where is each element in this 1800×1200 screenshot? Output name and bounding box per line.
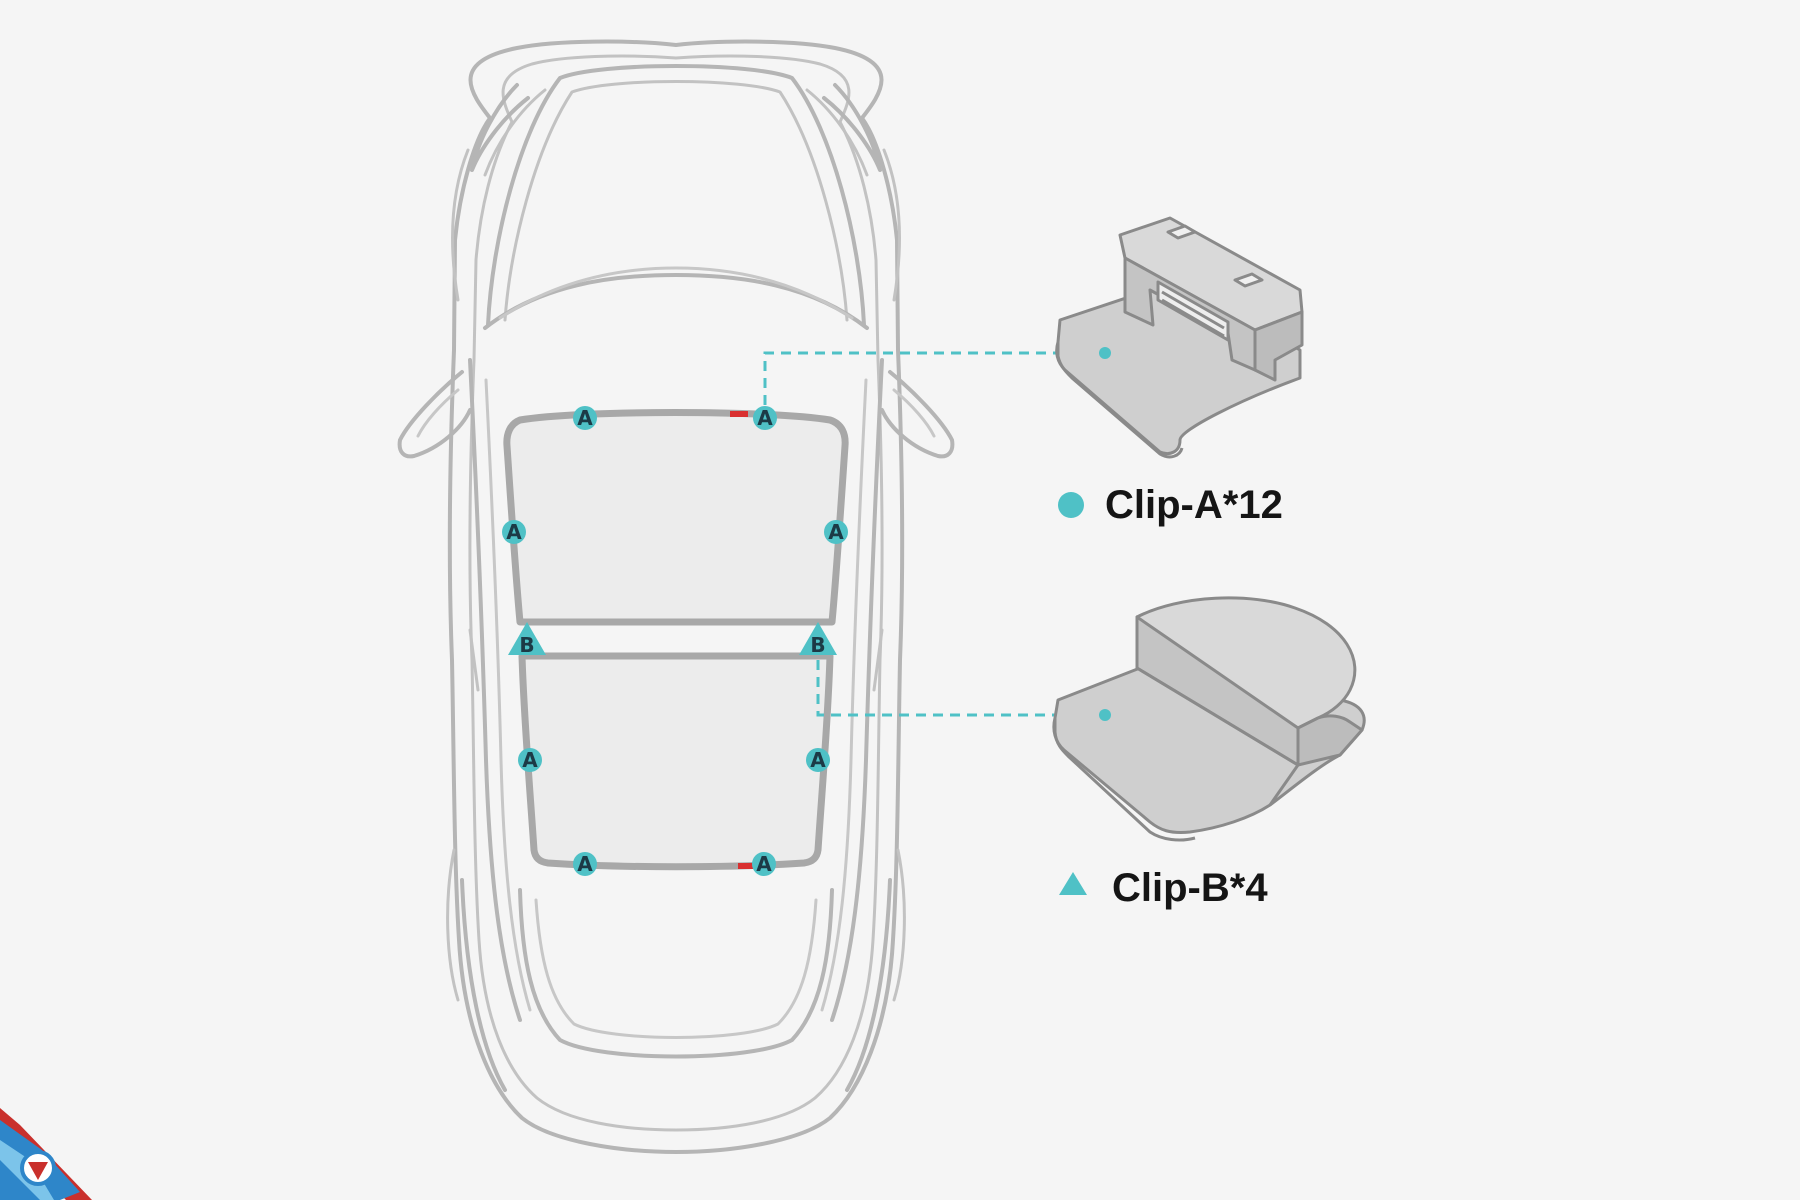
car-front-fender-left: [470, 83, 530, 172]
red-seam-mark-rear: [738, 863, 756, 869]
clip-a-markers: A A A A A A A A: [502, 406, 848, 876]
car-windshield: [486, 64, 866, 327]
clip-a-marker-label: A: [506, 520, 522, 544]
legend: Clip-A*12 Clip-B*4: [1058, 483, 1283, 910]
car-rear-window: [518, 888, 834, 1059]
clip-a-marker-circle: [573, 852, 597, 876]
car-wheel-arch-left-front: [451, 148, 470, 302]
car-side-line-left-2: [484, 378, 532, 1012]
car-wheel-arch-right-front: [882, 148, 901, 302]
clip-b-step-side: [1296, 714, 1364, 767]
car-wheel-arch-left-rear: [446, 848, 460, 1002]
clip-a-marker-label: A: [757, 406, 773, 430]
car-rear-fender-left: [460, 878, 507, 1092]
clip-a-channel-side: [1253, 310, 1304, 382]
car-front-fender-right: [822, 83, 882, 172]
clip-b-marker: B: [508, 622, 546, 657]
clip-a-slot-top-2: [1233, 272, 1264, 288]
car-rear-fender-right: [845, 878, 892, 1092]
clip-a-marker: A: [824, 520, 848, 544]
clip-a-marker-label: A: [577, 852, 593, 876]
legend-item-clip-b: Clip-B*4: [1059, 866, 1268, 910]
car-side-line-right: [830, 358, 884, 1022]
clip-b-crease-2: [1268, 764, 1300, 806]
clip-a-marker-circle: [518, 748, 542, 772]
clip-a-marker: A: [573, 852, 597, 876]
clip-a-marker-label: A: [522, 748, 538, 772]
clip-a-marker-label: A: [810, 748, 826, 772]
corner-logo-emblem-mark: [28, 1162, 48, 1180]
clip-b-connection-dot: [1099, 709, 1111, 721]
car-mirror-left-inner: [416, 388, 460, 438]
clip-a-marker: A: [752, 852, 776, 876]
clip-b-marker-triangle: [799, 622, 837, 655]
clip-a-marker-label: A: [756, 852, 772, 876]
clip-a-marker: A: [573, 406, 597, 430]
car-side-line-left: [468, 358, 522, 1022]
car-b-pillar-left: [468, 628, 480, 692]
clip-b-markers: B B: [508, 622, 837, 657]
clip-b-marker: B: [799, 622, 837, 657]
legend-label-clip-a: Clip-A*12: [1105, 483, 1283, 527]
clip-b-base-plate-edge: [1053, 718, 1196, 842]
clip-a-base-plate-edge: [1056, 342, 1184, 459]
legend-label-clip-b: Clip-B*4: [1112, 866, 1268, 910]
car-b-pillar-right: [872, 628, 884, 692]
corner-logo-icon: [0, 1108, 92, 1200]
clip-a-marker: A: [753, 406, 777, 430]
clip-a-window-line-2: [1161, 298, 1225, 338]
red-seam-mark-front: [730, 411, 748, 417]
clip-a-marker-label: A: [577, 406, 593, 430]
clip-a-marker-circle: [573, 406, 597, 430]
clip-a-marker-circle: [502, 520, 526, 544]
car-rear-window-inner: [534, 898, 818, 1039]
clip-a-marker: A: [806, 748, 830, 772]
clip-b-crease: [1136, 666, 1299, 767]
clip-a-illustration: [1055, 216, 1304, 459]
triangle-icon: [1059, 872, 1087, 895]
clip-a-marker-circle: [752, 852, 776, 876]
clip-a-marker-circle: [753, 406, 777, 430]
clip-b-marker-label: B: [519, 633, 534, 657]
rear-glass-panel: [518, 652, 834, 871]
clip-a-window-line: [1161, 290, 1225, 330]
clip-b-illustration: [1052, 596, 1366, 842]
circle-icon: [1058, 492, 1084, 518]
clip-a-marker-circle: [806, 748, 830, 772]
clip-a-marker-label: A: [828, 520, 844, 544]
leader-line-clip-a: [763, 351, 1105, 405]
leader-line-clip-b: [816, 660, 1105, 717]
clip-a-marker-circle: [824, 520, 848, 544]
clip-b-dome-top: [1135, 596, 1357, 730]
car-hood-crease-left: [483, 88, 547, 177]
car-body-inner-line: [468, 54, 884, 1132]
car-body-outline: [447, 39, 905, 1154]
car-mirror-right: [880, 370, 955, 459]
clip-b-marker-triangle: [508, 622, 546, 655]
clip-a-marker: A: [518, 748, 542, 772]
car-cowl-line-inner: [498, 266, 854, 320]
clip-a-marker: A: [502, 520, 526, 544]
clip-b-marker-label: B: [810, 633, 825, 657]
car-windshield-inner: [503, 80, 849, 322]
front-glass-panel: [503, 409, 849, 626]
car-top-view: [397, 39, 955, 1154]
car-hood-crease-right: [805, 88, 869, 177]
car-mirror-left: [397, 370, 472, 459]
legend-item-clip-a: Clip-A*12: [1058, 483, 1283, 527]
car-side-line-right-2: [820, 378, 868, 1012]
clip-a-slot-top: [1166, 224, 1197, 240]
car-cowl-line: [483, 273, 869, 330]
leader-lines: [763, 351, 1105, 717]
glass-roof: [503, 409, 849, 871]
car-mirror-right-inner: [892, 388, 936, 438]
clip-a-connection-dot: [1099, 347, 1111, 359]
car-wheel-arch-right-rear: [892, 848, 906, 1002]
